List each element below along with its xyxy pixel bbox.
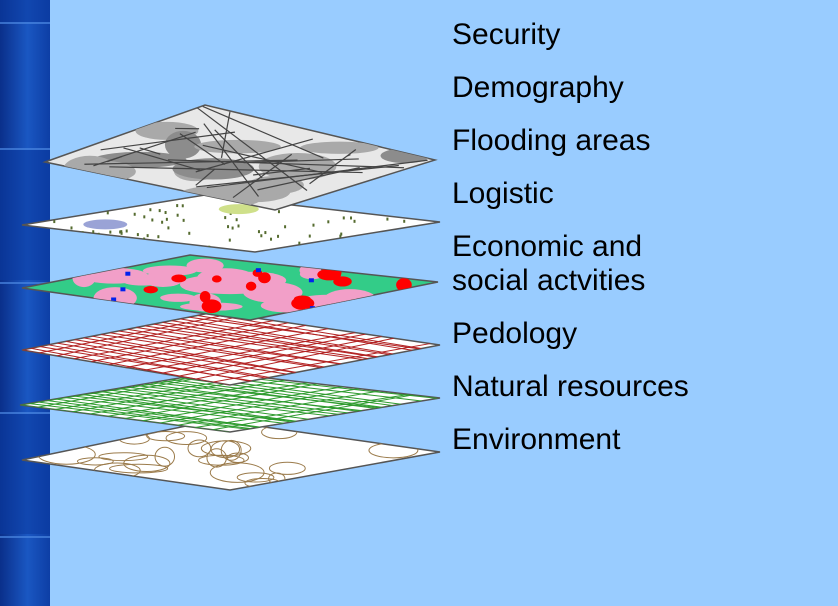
sidebar-stripe <box>0 0 50 606</box>
sidebar-divider <box>0 282 50 284</box>
label-demography: Demography <box>452 71 624 104</box>
sidebar-divider <box>0 412 50 414</box>
sidebar-block <box>0 414 50 534</box>
map-layer-soil-contours <box>21 419 441 491</box>
label-economic-line2: social actvities <box>452 264 646 297</box>
label-pedology: Pedology <box>452 317 578 350</box>
label-logistic: Logistic <box>452 177 554 210</box>
sidebar-block <box>0 150 50 280</box>
map-layer-economic-map <box>21 254 439 321</box>
label-natural-resources: Natural resources <box>452 370 689 403</box>
map-layer-urban-map <box>42 104 438 211</box>
sidebar-divider <box>0 22 50 24</box>
sidebar-block <box>0 0 50 22</box>
label-environment: Environment <box>452 423 621 456</box>
map-layer-road-network-green <box>19 371 441 433</box>
label-economic-line1: Economic and <box>452 230 643 263</box>
map-layer-landuse-map <box>21 194 441 253</box>
sidebar-divider <box>0 536 50 538</box>
label-security: Security <box>452 18 561 51</box>
map-layers-stack <box>19 104 441 491</box>
sidebar-divider <box>0 148 50 150</box>
map-layer-road-network-red <box>21 311 441 386</box>
layer-label-list: Security Demography Flooding areas Logis… <box>452 18 689 476</box>
label-flooding-areas: Flooding areas <box>452 124 651 157</box>
